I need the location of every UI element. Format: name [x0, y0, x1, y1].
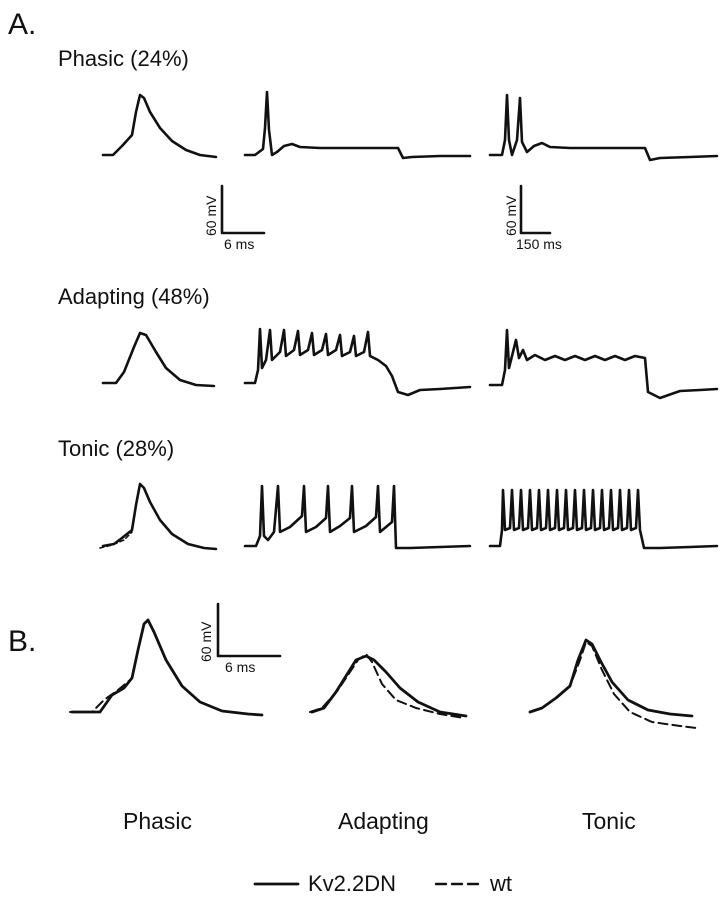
- scale-bar-panel-b: [216, 602, 282, 658]
- tonic-dashed-overlay: [99, 531, 133, 549]
- panel-b-tonic-kv-trace: [528, 638, 694, 718]
- group-title-adapting: Adapting (48%): [58, 284, 210, 309]
- scale-bar-second: [519, 184, 552, 235]
- tonic-long-step-trace: [488, 488, 719, 550]
- legend-label-solid: Kv2.2DN: [308, 871, 397, 896]
- tonic-short-step-trace: [243, 484, 472, 550]
- panel-b-adapting-wt-trace: [309, 653, 465, 719]
- panel-b-phasic-wt-trace: [69, 679, 131, 713]
- panel-b-label-tonic: Tonic: [582, 808, 636, 834]
- panel-b-label-adapting: Adapting: [338, 808, 429, 834]
- panel-label-a: A.: [8, 8, 37, 41]
- panel-b-adapting-kv-trace: [310, 654, 468, 718]
- panel-label-b: B.: [8, 625, 37, 658]
- scale-time-label-panel-b: 6 ms: [225, 659, 256, 675]
- group-title-phasic: Phasic (24%): [58, 46, 189, 71]
- scale-time-label-first: 6 ms: [224, 236, 255, 252]
- panel-b-label-phasic: Phasic: [123, 808, 193, 834]
- scale-bar-first: [220, 184, 266, 235]
- tonic-single-spike-trace: [101, 482, 218, 551]
- panel-b-phasic-kv-trace: [70, 618, 264, 717]
- phasic-short-step-trace: [243, 90, 472, 160]
- phasic-single-spike-trace: [101, 93, 218, 159]
- adapting-short-step-trace: [243, 327, 472, 397]
- adapting-single-spike-trace: [101, 331, 216, 388]
- legend-label-dashed: wt: [490, 871, 512, 896]
- adapting-long-step-trace: [488, 328, 719, 400]
- scale-time-label-second: 150 ms: [516, 236, 562, 252]
- phasic-long-step-trace: [488, 93, 719, 162]
- group-title-tonic: Tonic (28%): [58, 436, 175, 461]
